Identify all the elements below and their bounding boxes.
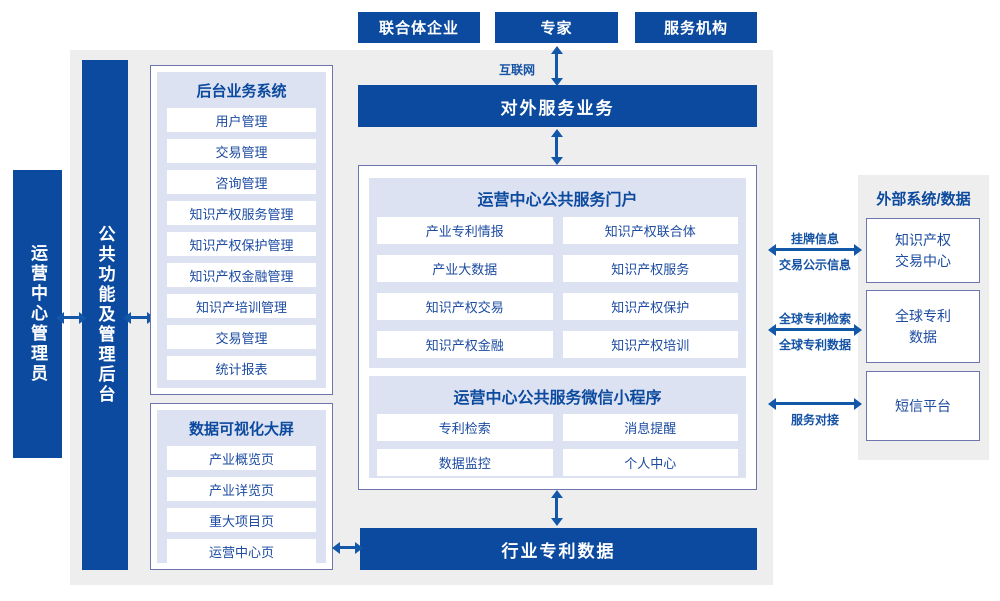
- external-system-ip-exchange: 知识产权 交易中心: [866, 218, 980, 283]
- actor-expert-box: 专家: [495, 12, 618, 43]
- external-service-bar: 对外服务业务: [358, 85, 757, 127]
- backend-system-list: 用户管理 交易管理 咨询管理 知识产权服务管理 知识产权保护管理 知识产权金融管…: [157, 108, 326, 380]
- portal-item: 知识产权服务: [562, 255, 738, 282]
- internet-label: 互联网: [498, 63, 535, 77]
- visualization-item: 运营中心页: [167, 539, 316, 563]
- visualization-item: 重大项目页: [167, 508, 316, 532]
- actor-expert-label: 专家: [540, 20, 573, 37]
- portal-item: 知识产权培训: [562, 331, 738, 358]
- miniprogram-title: 运营中心公共服务微信小程序: [453, 390, 662, 407]
- miniprogram-item: 消息提醒: [562, 414, 738, 441]
- miniprogram-grid: 专利检索 消息提醒 数据监控 个人中心: [369, 414, 746, 476]
- backend-item: 交易管理: [167, 139, 316, 163]
- visualization-title: 数据可视化大屏: [188, 421, 294, 438]
- external-service-bar-label: 对外服务业务: [500, 98, 615, 118]
- backend-modules-double-arrow-icon: [123, 311, 155, 324]
- portal-item: 产业专利情报: [377, 217, 553, 244]
- backend-item: 咨询管理: [167, 170, 316, 194]
- backend-system-box: 后台业务系统 用户管理 交易管理 咨询管理 知识产权服务管理 知识产权保护管理 …: [150, 65, 333, 395]
- listing-info-label: 挂牌信息: [790, 232, 839, 246]
- visualization-box: 数据可视化大屏 产业概览页 产业详览页 重大项目页 运营中心页: [150, 403, 333, 570]
- portal-item: 知识产权交易: [377, 293, 553, 320]
- actor-consortium-label: 联合体企业: [378, 20, 459, 37]
- portal-industry-double-arrow-icon: [550, 490, 563, 526]
- actor-consortium-box: 联合体企业: [358, 12, 480, 43]
- admin-backend-double-arrow-icon: [56, 311, 87, 324]
- visualization-industry-double-arrow-icon: [332, 541, 363, 554]
- miniprogram-item: 个人中心: [562, 449, 738, 476]
- portal-title: 运营中心公共服务门户: [477, 192, 638, 209]
- patent-data-label: 全球专利数据: [778, 338, 851, 352]
- portal-item: 知识产权金融: [377, 331, 553, 358]
- portal-panel: 运营中心公共服务门户 产业专利情报 知识产权联合体 产业大数据 知识产权服务 知…: [369, 178, 746, 368]
- external-system-sms: 短信平台: [866, 371, 980, 441]
- backend-item: 知识产培训管理: [167, 294, 316, 318]
- portal-item: 知识产权保护: [562, 293, 738, 320]
- miniprogram-item: 专利检索: [377, 414, 553, 441]
- portal-item: 知识产权联合体: [562, 217, 738, 244]
- listing-double-arrow-icon: [768, 243, 862, 256]
- backend-item: 交易管理: [167, 325, 316, 349]
- industry-data-bar-label: 行业专利数据: [501, 541, 616, 561]
- public-backend-label: 公共功能及管理后台: [95, 225, 115, 405]
- industry-data-bar: 行业专利数据: [360, 528, 757, 570]
- actor-agency-box: 服务机构: [635, 12, 757, 43]
- operator-admin-label: 运营中心管理员: [28, 244, 47, 384]
- service-connect-double-arrow-icon: [768, 397, 862, 410]
- visualization-item: 产业概览页: [167, 446, 316, 470]
- visualization-item: 产业详览页: [167, 477, 316, 501]
- portal-grid: 产业专利情报 知识产权联合体 产业大数据 知识产权服务 知识产权交易 知识产权保…: [369, 217, 746, 358]
- public-backend-bar: 公共功能及管理后台: [82, 60, 128, 570]
- backend-item: 统计报表: [167, 356, 316, 380]
- visualization-panel: 数据可视化大屏 产业概览页 产业详览页 重大项目页 运营中心页: [157, 410, 326, 563]
- actor-agency-label: 服务机构: [663, 20, 728, 37]
- internet-double-arrow-icon: [550, 46, 563, 86]
- portal-item: 产业大数据: [377, 255, 553, 282]
- backend-item: 知识产权服务管理: [167, 201, 316, 225]
- service-portal-double-arrow-icon: [550, 129, 563, 165]
- backend-item: 知识产权保护管理: [167, 232, 316, 256]
- miniprogram-panel: 运营中心公共服务微信小程序 专利检索 消息提醒 数据监控 个人中心: [369, 376, 746, 478]
- backend-system-title: 后台业务系统: [196, 83, 287, 100]
- patent-double-arrow-icon: [768, 323, 862, 336]
- operator-admin-bar: 运营中心管理员: [13, 170, 62, 458]
- service-connect-label: 服务对接: [790, 413, 839, 427]
- external-system-global-patent: 全球专利 数据: [866, 290, 980, 363]
- miniprogram-item: 数据监控: [377, 449, 553, 476]
- backend-item: 用户管理: [167, 108, 316, 132]
- backend-system-panel: 后台业务系统 用户管理 交易管理 咨询管理 知识产权服务管理 知识产权保护管理 …: [157, 72, 326, 388]
- center-service-box: 运营中心公共服务门户 产业专利情报 知识产权联合体 产业大数据 知识产权服务 知…: [358, 165, 757, 490]
- visualization-list: 产业概览页 产业详览页 重大项目页 运营中心页: [157, 446, 326, 563]
- backend-item: 知识产权金融管理: [167, 263, 316, 287]
- external-panel-title: 外部系统/数据: [876, 191, 971, 208]
- trade-publicity-label: 交易公示信息: [778, 258, 851, 272]
- patent-search-label: 全球专利检索: [778, 312, 851, 326]
